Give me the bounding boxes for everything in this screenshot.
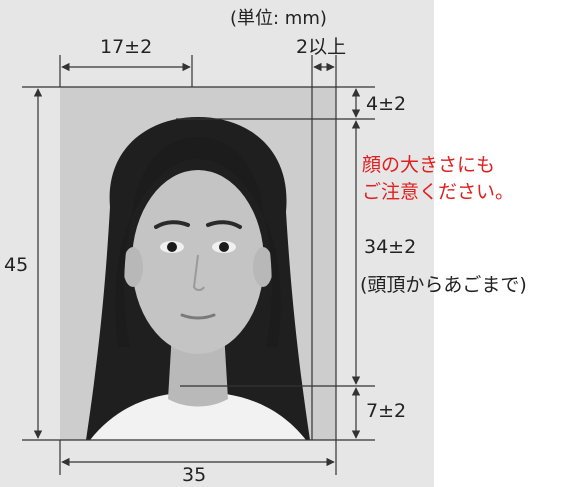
notice-line-1: 顔の大きさにも — [362, 154, 496, 176]
dim-45-label: 45 — [4, 254, 29, 276]
dim-35-label: 35 — [182, 464, 207, 486]
sample-photo — [60, 87, 336, 440]
notice-line-2: ご注意ください。 — [362, 181, 515, 203]
dim-17-label: 17±2 — [100, 36, 153, 58]
face-size-notice: 顔の大きさにも ご注意ください。 — [362, 152, 514, 206]
dim-4-label: 4±2 — [366, 93, 407, 115]
portrait-illustration — [60, 87, 336, 440]
unit-label: (単位: mm) — [230, 8, 327, 29]
dim-34-note: (頭頂からあごまで) — [360, 274, 527, 296]
dim-2-label: 2以上 — [296, 36, 347, 58]
dim-7-label: 7±2 — [366, 400, 407, 422]
dim-34-label: 34±2 — [364, 236, 417, 258]
